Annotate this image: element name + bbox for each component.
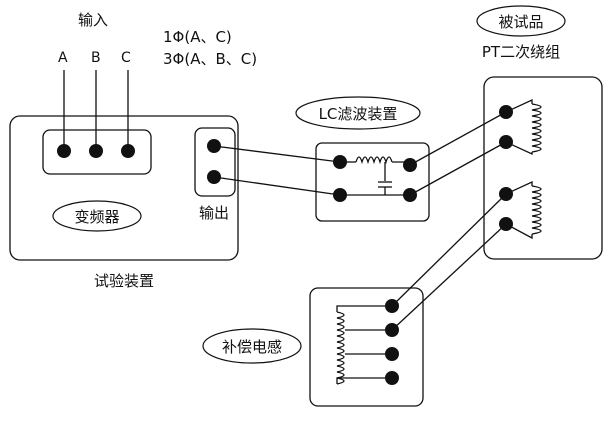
compensation-label: 补偿电感 (222, 338, 282, 356)
specimen-to-compensation-wires (391, 193, 507, 331)
converter-ellipse (52, 200, 142, 232)
filter-to-specimen-wires (409, 111, 507, 196)
input-leads (63, 70, 129, 150)
phase-c-label: C (121, 50, 131, 66)
filter-inductor (340, 156, 410, 196)
terminal-c (121, 144, 135, 158)
converter-label: 变频器 (74, 208, 119, 226)
input-terminal-box (42, 129, 152, 175)
compensation-terminal-2 (385, 323, 399, 337)
test-device-label: 试验装置 (94, 272, 154, 290)
filter-label-ellipse (295, 96, 421, 130)
specimen-terminal-2 (499, 135, 513, 149)
specimen-box (483, 76, 603, 260)
output-wires (213, 145, 341, 196)
phase-a-label: A (58, 50, 68, 66)
specimen-label: 被试品 (498, 13, 543, 31)
phase-b-label: B (91, 50, 101, 66)
output-terminal-box (194, 127, 236, 197)
test-device-box (9, 115, 239, 261)
compensation-terminal-4 (385, 371, 399, 385)
three-phase-note: 3Φ(A、B、C) (163, 50, 257, 68)
specimen-label-ellipse (476, 5, 566, 37)
compensation-winding (336, 305, 392, 385)
terminal-b (89, 144, 103, 158)
filter-in-terminal-1 (333, 155, 347, 169)
specimen-terminal-1 (499, 105, 513, 119)
single-phase-note: 1Φ(A、C) (163, 28, 232, 46)
compensation-terminal-1 (385, 299, 399, 313)
filter-in-terminal-2 (333, 188, 347, 202)
filter-box (315, 142, 430, 222)
terminal-a (57, 144, 71, 158)
compensation-terminal-3 (385, 347, 399, 361)
output-label: 输出 (199, 204, 229, 222)
compensation-label-ellipse (202, 328, 302, 364)
filter-label: LC滤波装置 (319, 105, 398, 123)
compensation-box (309, 287, 424, 407)
input-title: 输入 (78, 11, 108, 29)
specimen-sublabel: PT二次绕组 (482, 43, 560, 61)
specimen-windings (505, 98, 542, 240)
